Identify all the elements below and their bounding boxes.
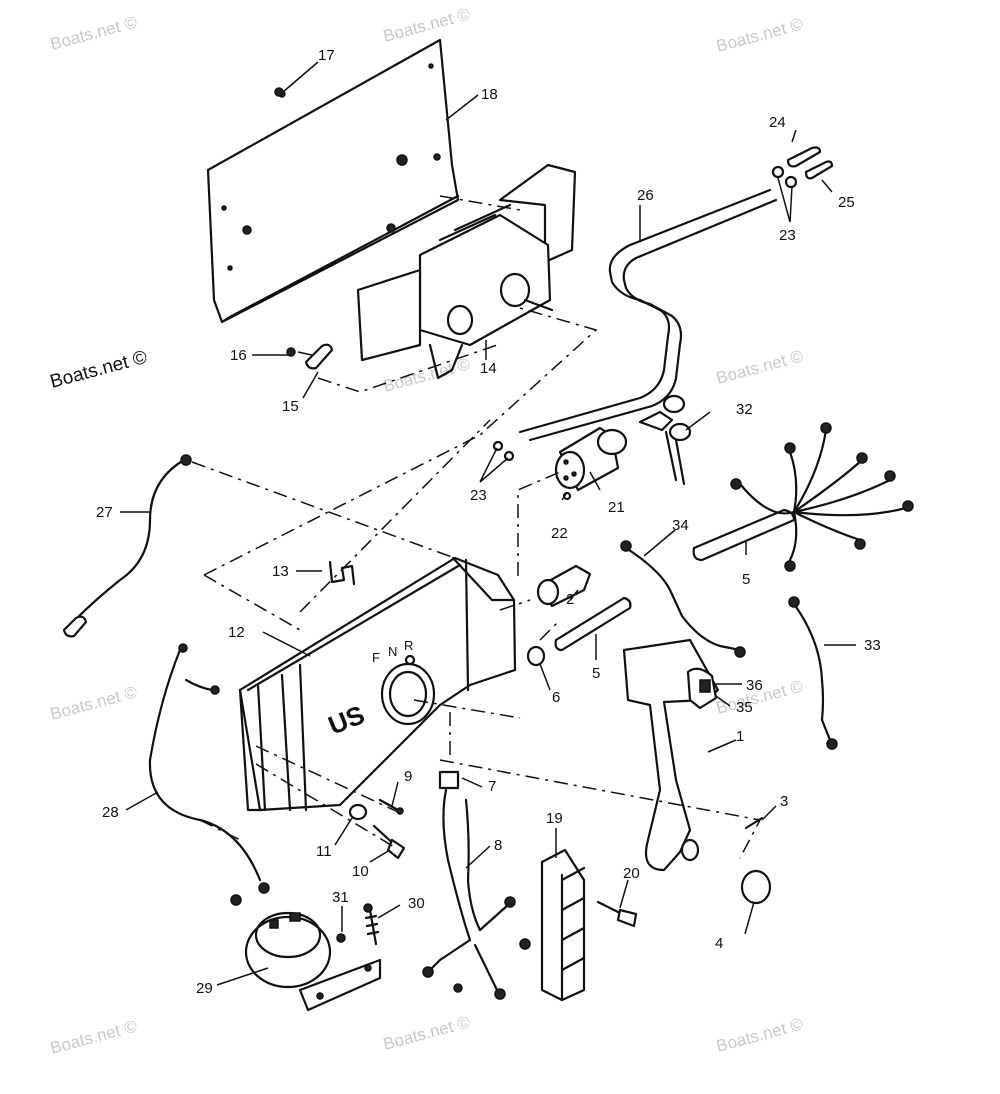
callout-7: 7 [488,778,496,795]
watermark: Boats.net © [48,12,139,54]
callout-5-lower: 5 [592,665,600,682]
callout-numbers: 1 2 3 4 5 5 6 7 8 9 10 11 12 13 14 15 16… [96,47,881,997]
watermark: Boats.net © [714,346,805,388]
callout-28: 28 [102,804,119,821]
screw-part-20 [596,900,638,928]
screws-parts-9-10-11 [348,798,406,860]
callout-23-center: 23 [470,487,487,504]
leader-lines [120,61,856,986]
watermark: Boats.net © [48,347,150,393]
callout-22: 22 [551,525,568,542]
callout-16: 16 [230,347,247,364]
nuts-parts-22-23 [492,440,572,501]
ignition-switch-part-21 [554,426,628,492]
callout-14: 14 [480,360,497,377]
knob-part-4 [740,869,772,905]
callout-25: 25 [838,194,855,211]
callout-19: 19 [546,810,563,827]
pin-parts-15-16 [286,343,334,370]
callout-27: 27 [96,504,113,521]
wire-part-27 [62,454,192,638]
screw-part-17 [274,87,284,97]
watermark: Boats.net © [48,682,139,724]
harness-part-28 [148,643,270,906]
callout-6: 6 [552,689,560,706]
mounting-plate-part-18 [206,38,460,324]
terminal-block-part-19 [540,848,586,1002]
callout-9: 9 [404,768,412,785]
shift-letter-n: N [388,644,397,659]
callout-2: 2 [566,591,574,608]
watermark: Boats.net © [714,1014,805,1056]
shift-letter-r: R [404,638,413,653]
callout-1: 1 [736,728,744,745]
switch-part-2 [536,564,592,608]
control-cables-part-26 [518,188,778,442]
callout-20: 20 [623,865,640,882]
callout-33: 33 [864,637,881,654]
callout-10: 10 [352,863,369,880]
callout-23-upper: 23 [779,227,796,244]
keys-part-32 [638,394,692,486]
callout-4: 4 [715,935,723,952]
callout-26: 26 [637,187,654,204]
harness-part-8 [422,770,531,1000]
callout-8: 8 [494,837,502,854]
control-handle-part-1 [622,638,720,872]
callout-13: 13 [272,563,289,580]
callout-31: 31 [332,889,349,906]
callout-35: 35 [736,699,753,716]
watermark: Boats.net © [381,354,472,396]
horn-part-29 [244,911,382,1012]
harness-sleeve-part-5 [692,422,914,572]
nut-part-6 [526,645,546,667]
callout-21: 21 [608,499,625,516]
callout-32: 32 [736,401,753,418]
callout-11: 11 [316,843,332,860]
callout-34: 34 [672,517,689,534]
callout-29: 29 [196,980,213,997]
sleeve-part-5 [554,596,632,652]
shift-mechanism-part-14 [356,163,577,380]
callout-5-upper: 5 [742,571,750,588]
callout-12: 12 [228,624,245,641]
callout-30: 30 [408,895,425,912]
clip-part-13 [328,560,356,586]
callout-3: 3 [780,793,788,810]
callout-36: 36 [746,677,763,694]
screw-part-30 [336,903,380,946]
callout-18: 18 [481,86,498,103]
centerlines [191,195,762,859]
watermark: Boats.net © [48,1016,139,1058]
callout-24: 24 [769,114,786,131]
wire-part-34 [620,540,746,658]
callout-17: 17 [318,47,335,64]
watermark: Boats.net © [381,4,472,46]
callout-15: 15 [282,398,299,415]
wire-part-33 [788,596,838,750]
cable-fittings-parts-24-25 [771,146,834,189]
watermark: Boats.net © [381,1012,472,1054]
control-housing-part-12: US F N R [238,556,517,812]
shift-letter-f: F [372,650,380,665]
watermark: Boats.net © [714,14,805,56]
